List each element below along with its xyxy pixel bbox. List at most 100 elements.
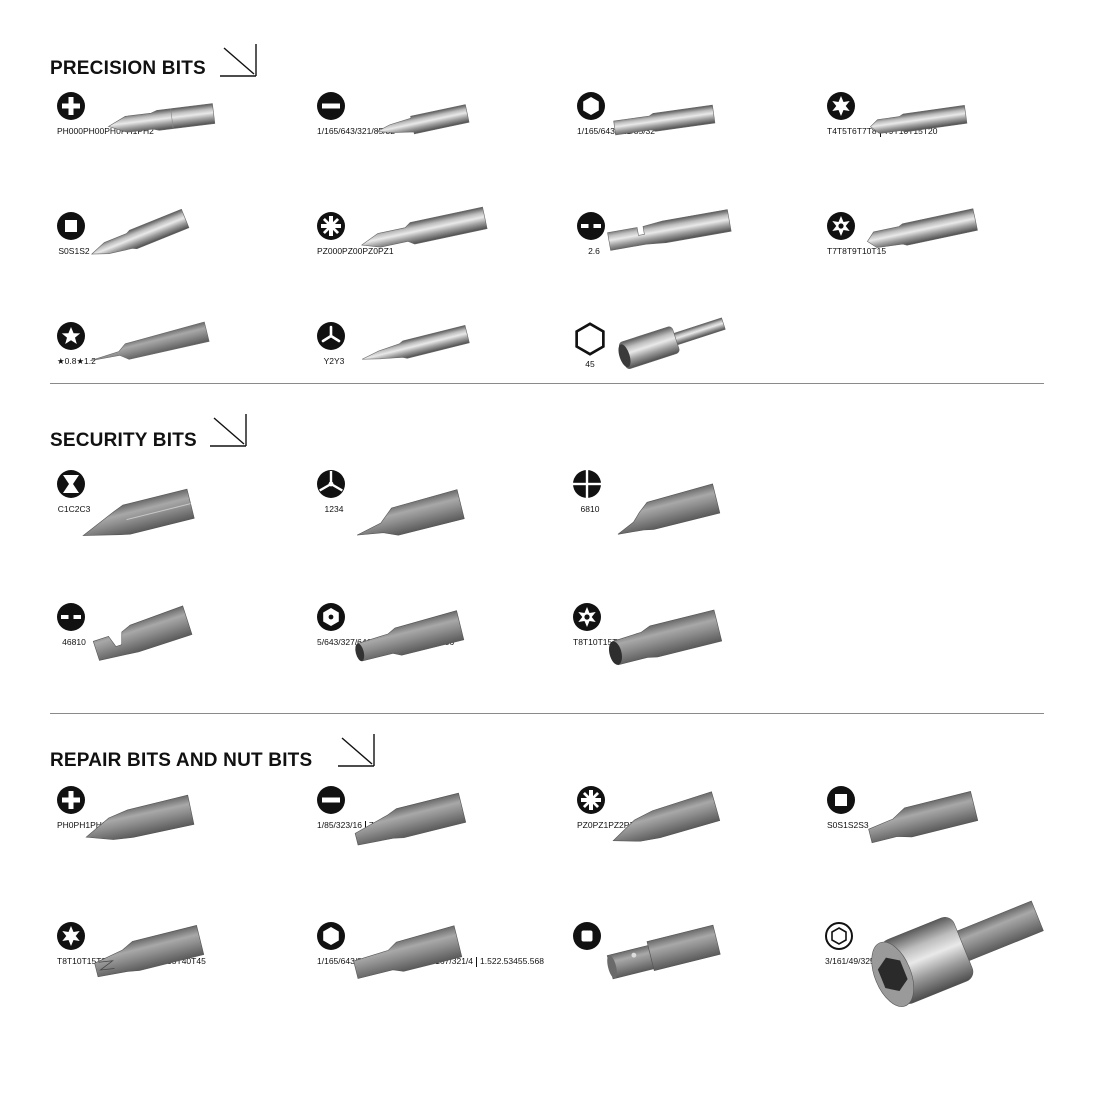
size-label: T15	[871, 246, 887, 256]
size-labels: S0S1S2	[57, 246, 91, 257]
size-labels: 46810	[57, 637, 91, 648]
size-labels: ★0.8★1.2	[57, 356, 96, 367]
size-labels: 6810	[573, 504, 607, 515]
size-label: PH2	[90, 820, 107, 830]
size-label: PZ0	[577, 820, 593, 830]
size-label: ★1.2	[76, 356, 96, 366]
size-labels: T7T8T9T10T15	[827, 246, 886, 257]
tri-wing-icon	[317, 470, 345, 498]
size-label-column: 1/85/323/16	[317, 820, 366, 831]
size-label: 3/16	[825, 956, 842, 966]
size-label: C1	[57, 504, 69, 514]
precision-bit-image	[607, 209, 732, 251]
size-label: PH2	[137, 126, 154, 136]
torx-security-icon	[827, 212, 855, 240]
spanner-icon	[577, 212, 605, 240]
security-bit-image	[92, 605, 193, 661]
security-bit-image	[356, 489, 465, 536]
precision-bit-image	[618, 317, 726, 369]
repair-bit-image	[606, 924, 721, 980]
size-label: 4	[62, 637, 67, 647]
size-label: S1	[837, 820, 848, 830]
repair-bit-image	[868, 791, 979, 844]
size-label: 1/4	[841, 956, 854, 966]
security-bit-image	[608, 609, 723, 666]
size-label: PZ000	[317, 246, 343, 256]
square-icon	[827, 786, 855, 814]
size-label: PH0	[104, 126, 121, 136]
size-label: T10	[893, 126, 909, 136]
size-labels: PH000PH00PH0PH1PH2	[57, 126, 154, 137]
size-label: T15	[908, 126, 923, 136]
precision-bit-image	[613, 104, 716, 136]
size-label: PH000	[57, 126, 83, 136]
size-label: 4	[585, 359, 590, 369]
security-bit-image	[355, 610, 465, 662]
size-label: T40	[176, 956, 192, 966]
size-label: 5/64	[333, 956, 351, 966]
size-label: 5/32	[638, 126, 656, 136]
precision-bit-image	[107, 103, 216, 133]
size-labels: 45	[573, 359, 607, 370]
size-label: 9/32	[853, 956, 870, 966]
repair-bit-image	[85, 794, 195, 840]
size-label: 8	[539, 956, 544, 966]
size-label: 8	[585, 504, 590, 514]
repair-bit-image	[353, 925, 463, 979]
size-label: PH00	[83, 126, 105, 136]
size-label: 4	[338, 504, 344, 514]
size-label: S2	[79, 246, 90, 256]
repair-bit-image	[94, 925, 205, 978]
size-labels: PZ000PZ00PZ0PZ1	[317, 246, 394, 257]
size-label: 5/64	[593, 126, 611, 136]
size-label: 5	[517, 956, 523, 966]
hex-security-icon	[317, 603, 345, 631]
size-label: S1	[68, 246, 80, 256]
size-labels: 2.6	[577, 246, 611, 257]
size-label: 3	[508, 956, 514, 966]
size-label: PZ1	[592, 820, 609, 830]
size-labels: S0S1S2S3	[827, 820, 869, 831]
size-label: T7	[827, 246, 837, 256]
size-label: 5.5	[522, 956, 535, 966]
size-label: 5/32	[328, 820, 346, 830]
clutch-icon	[57, 470, 85, 498]
size-label: 1.5	[480, 956, 492, 966]
size-label: T20	[922, 126, 938, 136]
size-label: C2	[68, 504, 80, 514]
divider	[50, 383, 1044, 384]
size-label: 3/32	[333, 637, 351, 647]
slotted-icon	[317, 92, 345, 120]
size-label: T6	[846, 126, 857, 136]
size-label: ★0.8	[57, 356, 77, 366]
security-bit-image	[617, 483, 721, 535]
size-label: T7	[856, 126, 867, 136]
size-label: T9	[846, 246, 857, 256]
precision-bit-image	[375, 104, 470, 135]
security-bit-image	[82, 488, 195, 536]
size-label: 2.5	[496, 956, 509, 966]
size-label: 1/8	[366, 126, 379, 136]
size-label: 2	[491, 956, 497, 966]
pentalobe-icon	[57, 322, 85, 350]
size-label: PH0	[57, 820, 74, 830]
size-label: S2	[847, 820, 859, 830]
size-label: T8	[836, 246, 847, 256]
repair-bit-image	[871, 900, 1044, 1007]
precision-bit-image	[361, 324, 470, 360]
phillips-icon	[57, 786, 85, 814]
size-labels: Y2Y3	[317, 356, 351, 367]
size-label: 7/64	[350, 637, 367, 647]
hex-icon	[317, 922, 345, 950]
quad-point-icon	[573, 470, 601, 498]
divider	[50, 713, 1044, 714]
hex-socket-icon	[575, 322, 605, 356]
size-label: T15	[597, 637, 613, 647]
size-label: C3	[79, 504, 91, 514]
size-label: Y3	[334, 356, 345, 366]
size-label: T10	[582, 637, 598, 647]
size-label: T45	[191, 956, 206, 966]
size-label: 5	[590, 359, 595, 369]
size-label: 3	[334, 504, 339, 514]
size-label: 2.6	[588, 246, 600, 256]
